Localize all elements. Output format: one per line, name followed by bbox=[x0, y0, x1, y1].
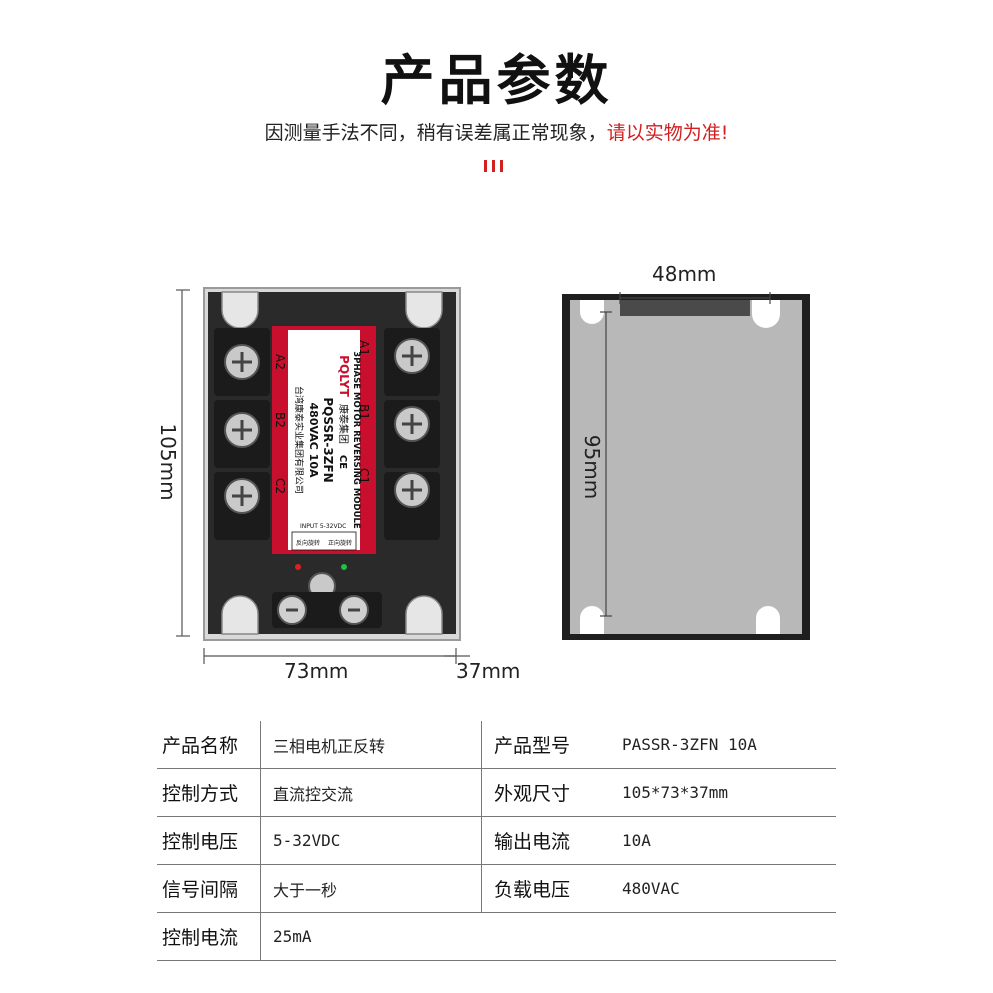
terminal-label-b1: B1 bbox=[357, 404, 371, 420]
spec-key: 负载电压 bbox=[481, 864, 612, 913]
label-input: INPUT 5-32VDC bbox=[300, 523, 346, 530]
spec-value: 25mA bbox=[260, 912, 482, 961]
label-brand-cn: 康泰集团 bbox=[337, 404, 350, 444]
table-row: 控制电流 25mA bbox=[157, 912, 836, 961]
table-row: 信号间隔 大于一秒 负载电压 480VAC bbox=[157, 864, 836, 913]
spec-value: 大于一秒 bbox=[260, 864, 482, 913]
decorative-marks bbox=[482, 160, 506, 174]
front-view-module bbox=[203, 287, 461, 641]
dim-width: 73mm bbox=[284, 659, 349, 683]
spec-key: 控制方式 bbox=[157, 768, 261, 817]
terminal-label-c1: C1 bbox=[357, 468, 371, 484]
spec-key: 控制电流 bbox=[157, 912, 261, 961]
heatsink-view bbox=[562, 294, 810, 640]
terminal-label-b2: B2 bbox=[273, 412, 287, 428]
spec-value bbox=[612, 912, 836, 961]
label-input-right: 正向旋转 bbox=[328, 539, 352, 547]
spec-value: 10A bbox=[612, 816, 836, 865]
spec-value: 直流控交流 bbox=[260, 768, 482, 817]
spec-value: 480VAC bbox=[612, 864, 836, 913]
spec-key: 外观尺寸 bbox=[481, 768, 612, 817]
label-rating: 480VAC 10A bbox=[307, 403, 320, 478]
label-ce-mark: CE bbox=[337, 455, 348, 469]
spec-key: 产品名称 bbox=[157, 721, 261, 769]
table-row: 产品名称 三相电机正反转 产品型号 PASSR-3ZFN 10A bbox=[157, 721, 836, 769]
label-brand: PQLYT bbox=[337, 355, 351, 397]
spec-value: PASSR-3ZFN 10A bbox=[612, 721, 836, 769]
spec-value: 105*73*37mm bbox=[612, 768, 836, 817]
spec-value: 三相电机正反转 bbox=[260, 721, 482, 769]
terminal-label-a2: A2 bbox=[273, 354, 287, 370]
spec-key bbox=[481, 912, 612, 961]
terminal-label-c2: C2 bbox=[273, 478, 287, 494]
page-title: 产品参数 bbox=[380, 49, 613, 112]
table-row: 控制电压 5-32VDC 输出电流 10A bbox=[157, 816, 836, 865]
spec-key: 信号间隔 bbox=[157, 864, 261, 913]
dim-height: 105mm bbox=[156, 423, 180, 501]
label-company: 台湾康泰实业集团有限公司 bbox=[293, 386, 305, 494]
dim-heatsink-width: 48mm bbox=[652, 262, 717, 286]
spec-table: 产品名称 三相电机正反转 产品型号 PASSR-3ZFN 10A 控制方式 直流… bbox=[157, 721, 836, 961]
label-model: PQSSR-3ZFN bbox=[321, 397, 335, 482]
dim-heatsink-height: 95mm bbox=[580, 434, 604, 500]
dimension-lines-front bbox=[176, 289, 470, 664]
label-input-left: 反向旋转 bbox=[296, 539, 320, 547]
spec-value: 5-32VDC bbox=[260, 816, 482, 865]
label-product-line: 3PHASE MOTOR REVERSING MODULE bbox=[351, 351, 361, 529]
subtitle-emphasis: 请以实物为准! bbox=[606, 122, 729, 144]
dim-depth: 37mm bbox=[456, 659, 521, 683]
terminal-label-a1: A1 bbox=[357, 340, 371, 356]
table-row: 控制方式 直流控交流 外观尺寸 105*73*37mm bbox=[157, 768, 836, 817]
spec-key: 产品型号 bbox=[481, 721, 612, 769]
spec-key: 输出电流 bbox=[481, 816, 612, 865]
dimension-lines-heatsink bbox=[600, 292, 771, 617]
page-subtitle: 因测量手法不同，稍有误差属正常现象，请以实物为准! bbox=[0, 118, 993, 145]
subtitle-main: 因测量手法不同，稍有误差属正常现象， bbox=[264, 122, 607, 144]
spec-key: 控制电压 bbox=[157, 816, 261, 865]
